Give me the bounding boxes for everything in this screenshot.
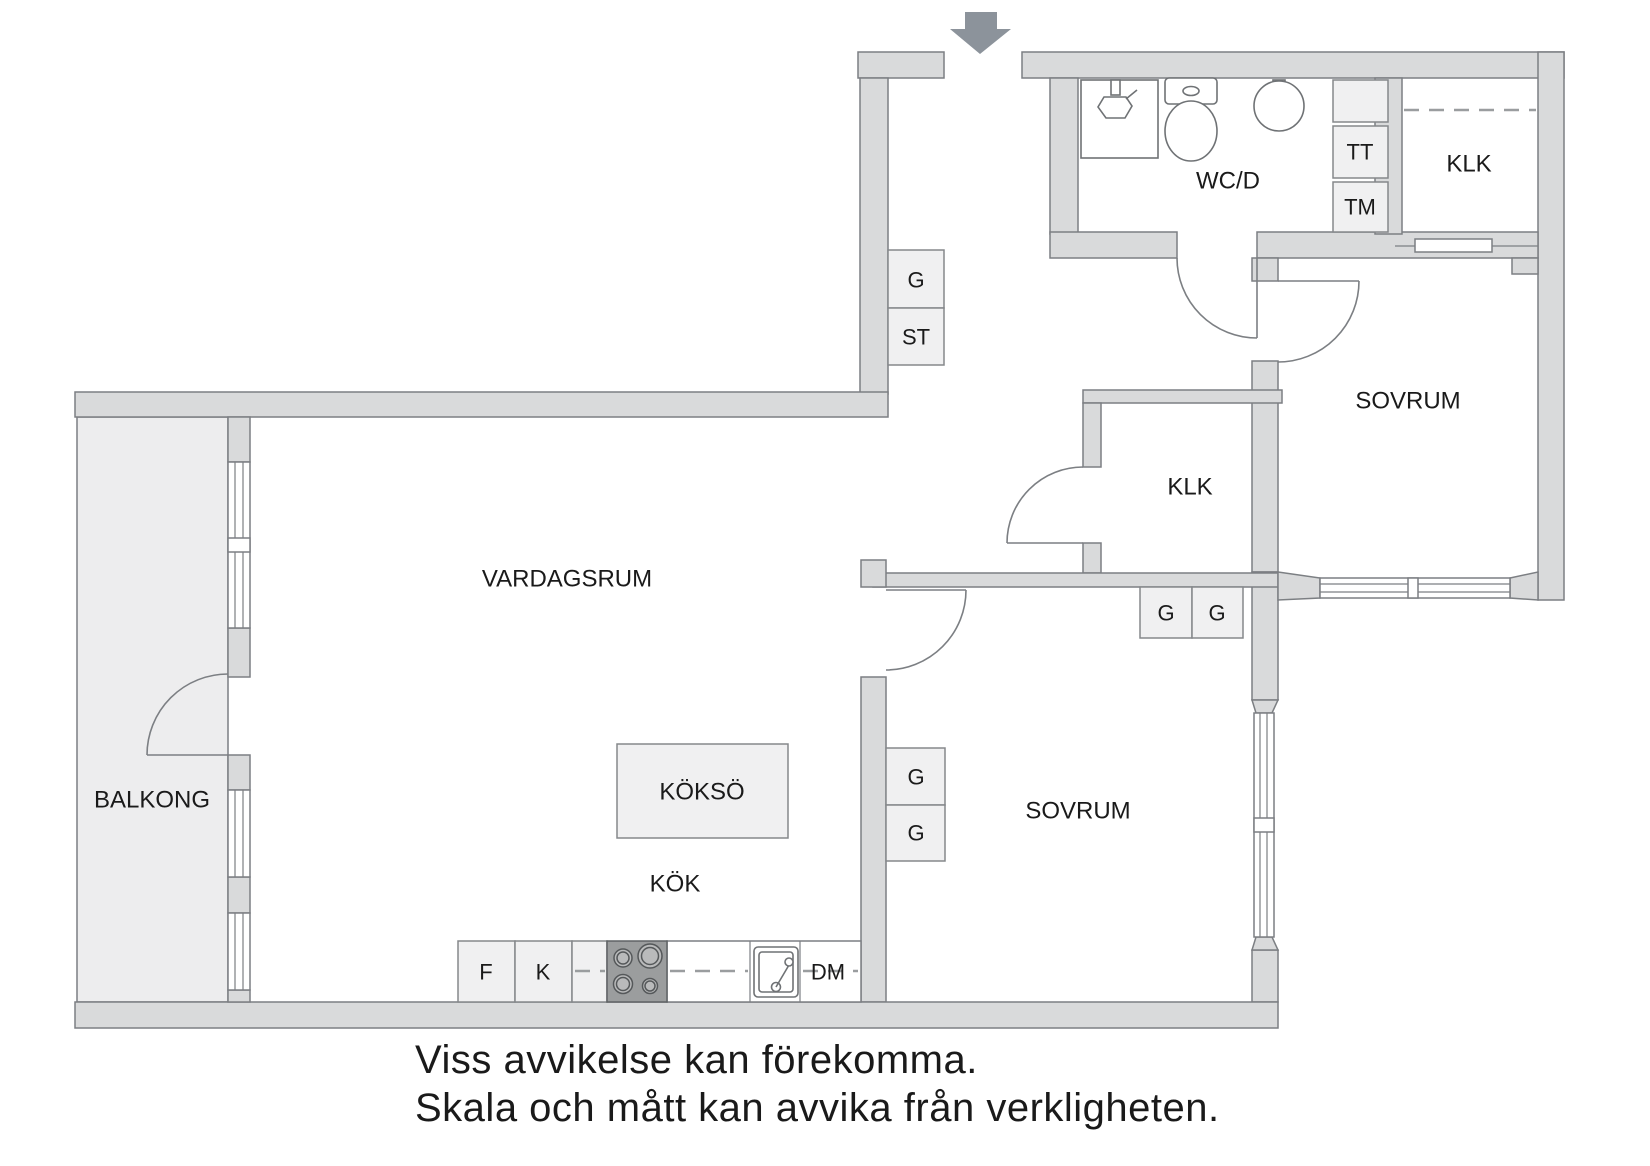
label-k: K xyxy=(536,960,551,985)
balcony-window-upper xyxy=(227,461,251,629)
wcd-door xyxy=(1176,257,1258,339)
bathroom-fixtures xyxy=(1080,77,1305,162)
label-g4: G xyxy=(907,821,924,846)
label-vardagsrum: VARDAGSRUM xyxy=(482,566,652,593)
room-labels: VARDAGSRUM BALKONG KÖK KÖKSÖ WC/D KLK SO… xyxy=(94,151,1492,898)
kitchen-sink xyxy=(753,946,799,998)
bedroom-upper-door xyxy=(1277,280,1360,363)
disclaimer-line-1: Viss avvikelse kan förekomma. xyxy=(415,1038,978,1082)
doors xyxy=(146,257,1360,756)
walls xyxy=(74,51,1565,1029)
balcony-window-lower xyxy=(227,912,251,991)
label-sovrum-upper: SOVRUM xyxy=(1355,388,1460,415)
cabinet-tt xyxy=(1332,125,1389,179)
bedroom-upper-window xyxy=(1319,577,1511,599)
disclaimer: Viss avvikelse kan förekomma. Skala och … xyxy=(415,1036,1220,1132)
shower-mixer-icon xyxy=(1097,79,1138,119)
label-wcd: WC/D xyxy=(1196,168,1260,195)
bedroom-lower-door xyxy=(885,589,967,671)
balcony-floor xyxy=(76,416,229,1003)
label-g1: G xyxy=(1157,601,1174,626)
balcony-window-mid xyxy=(227,789,251,878)
bath-cabinet xyxy=(1332,79,1389,123)
label-sovrum-lower: SOVRUM xyxy=(1025,798,1130,825)
label-g3: G xyxy=(907,765,924,790)
toilet-icon xyxy=(1164,77,1218,162)
balcony-door xyxy=(146,673,229,756)
label-dm: DM xyxy=(811,960,845,985)
label-klk-middle: KLK xyxy=(1167,474,1212,501)
cabinet-labels: G ST TT TM G G G G F K DM xyxy=(479,140,1376,985)
bedroom-lower-window xyxy=(1253,712,1275,938)
fridge xyxy=(457,940,516,1003)
kitchen-island xyxy=(616,743,789,839)
disclaimer-line-2: Skala och mått kan avvika från verklighe… xyxy=(415,1086,1220,1130)
windows xyxy=(227,238,1538,991)
label-kokso: KÖKSÖ xyxy=(659,779,744,806)
label-tt: TT xyxy=(1347,140,1374,165)
hall-cabinet-st xyxy=(887,307,945,366)
entrance-arrow-icon xyxy=(950,12,1011,54)
label-g2: G xyxy=(1208,601,1225,626)
closet-sliding-door xyxy=(1395,238,1538,253)
basin-icon xyxy=(1253,79,1305,132)
label-kok: KÖK xyxy=(650,871,701,898)
stove-burners xyxy=(612,943,663,995)
kitchen-counter xyxy=(457,940,862,1003)
label-tm: TM xyxy=(1344,195,1376,220)
cabinet-tm xyxy=(1332,181,1389,233)
hall-cabinet-g xyxy=(887,249,945,309)
label-klk-top: KLK xyxy=(1446,151,1491,178)
label-g-hall: G xyxy=(907,268,924,293)
wardrobe-g2 xyxy=(1191,586,1244,639)
wardrobe-g4 xyxy=(885,804,946,862)
label-balkong: BALKONG xyxy=(94,787,210,814)
closet-middle-door xyxy=(1006,466,1084,544)
cabinets xyxy=(616,79,1389,862)
label-f: F xyxy=(479,960,492,985)
label-st-hall: ST xyxy=(902,325,930,350)
